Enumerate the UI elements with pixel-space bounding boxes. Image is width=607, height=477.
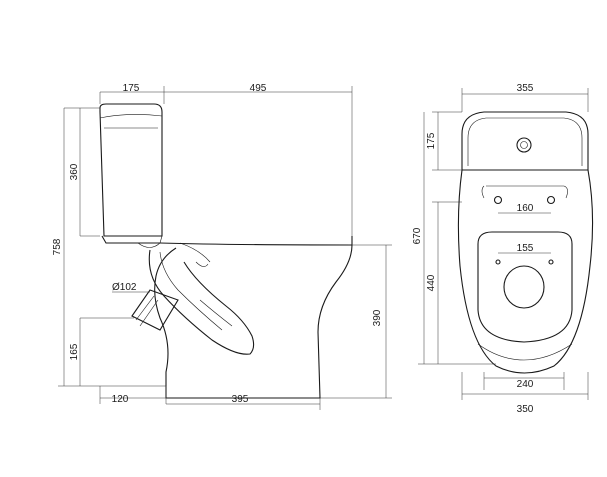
- tank-top-outline: [461, 111, 589, 171]
- dim-outlet-height: 165: [69, 343, 80, 360]
- side-view: 175 495 758 360 Ø102 165 120 395 390: [52, 83, 392, 410]
- dim-bowl-rim-height: 390: [372, 309, 383, 326]
- dim-pipe-diameter: Ø102: [112, 282, 137, 293]
- cistern-outline: [99, 103, 163, 237]
- bowl-outline: [457, 169, 594, 374]
- dim-overall-width: 355: [517, 83, 534, 94]
- dim-tank-height: 360: [69, 163, 80, 180]
- seat-outline: [477, 231, 573, 343]
- bowl-rim: [101, 235, 353, 246]
- dim-tank-depth: 175: [426, 132, 437, 149]
- dim-outlet-offset: 120: [112, 394, 129, 405]
- flush-button: [516, 137, 532, 153]
- dim-seat-hole-spacing: 160: [517, 203, 534, 214]
- dim-top-bowl-length: 495: [250, 83, 267, 94]
- top-view: 355 175 670 160 155 440 240 350: [412, 83, 594, 415]
- bowl-body: [154, 244, 353, 399]
- dim-base-length: 395: [232, 394, 249, 405]
- trapway: [148, 249, 255, 355]
- dim-seat-fix-spacing: 155: [517, 243, 534, 254]
- outlet-pipe: [131, 289, 179, 331]
- dim-base-width-outer: 350: [517, 404, 534, 415]
- dim-overall-depth: 670: [412, 227, 423, 244]
- dim-base-width-inner: 240: [517, 379, 534, 390]
- dim-top-tank-depth: 175: [123, 83, 140, 94]
- bowl-opening: [503, 265, 545, 309]
- dim-total-height: 758: [52, 238, 63, 255]
- dim-bowl-depth: 440: [426, 274, 437, 291]
